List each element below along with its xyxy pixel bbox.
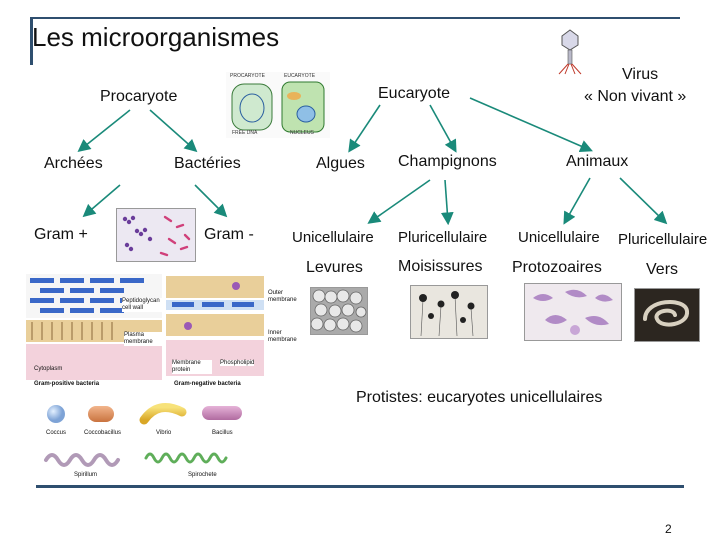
label-bacteries: Bactéries (174, 155, 241, 172)
phospholipid-label: Phospholipid (220, 360, 255, 366)
cell-comparison-image: PROCARYOTE EUCARYOTE FREE DNA NUCLEUS (226, 72, 330, 138)
mold-image (410, 285, 488, 339)
label-non-vivant: « Non vivant » (584, 88, 687, 105)
label-virus: Virus (622, 66, 659, 83)
outer-membrane-label: Outer membrane (268, 290, 297, 303)
label-algues: Algues (316, 155, 365, 172)
arrow-procaryote-archees (77, 109, 131, 152)
arrow-procaryote-bacteries (149, 109, 198, 153)
gram-positive-caption: Gram-positive bacteria (34, 381, 100, 387)
arrow-archees-gramplus (82, 184, 121, 218)
vibrio-label: Vibrio (156, 430, 172, 436)
arrow-eucaryote-champignons (429, 104, 457, 153)
bottom-rule (36, 485, 684, 488)
spirochete-label: Spirochete (188, 472, 217, 478)
coccobacillus-label: Coccobacillus (84, 430, 122, 436)
yeast-image (310, 287, 368, 335)
label-moisissures: Moisissures (398, 258, 483, 275)
cell-wall-diagram: Peptidoglycan cell wall Plasma membrane … (26, 268, 302, 392)
arrow-bacteries-gramminus (194, 184, 228, 218)
protozoa-image (524, 283, 622, 341)
arrow-animaux-unicell (563, 177, 591, 225)
label-pluricellulaire-animaux: Pluricellulaire (618, 231, 708, 248)
vibrio-shape (139, 403, 187, 425)
worm-image (634, 288, 700, 342)
coccobacillus-shape (88, 406, 114, 422)
label-unicellulaire-champignons: Unicellulaire (292, 229, 374, 246)
label-levures: Levures (306, 259, 363, 276)
label-pluricellulaire-champignons: Pluricellulaire (398, 229, 488, 246)
spirochete-shape (144, 452, 228, 464)
arrow-eucaryote-animaux (469, 97, 593, 153)
label-animaux: Animaux (566, 153, 629, 170)
page-title: Les microorganismes (32, 22, 280, 52)
cytoplasm-label: Cytoplasm (34, 366, 63, 372)
arrow-champignons-pluricell (440, 179, 454, 226)
title-left-bar (30, 17, 33, 65)
label-archees: Archées (44, 155, 103, 172)
bacteriophage-image (545, 28, 595, 76)
free-dna-label: FREE DNA (232, 130, 258, 136)
protistes-note: Protistes: eucaryotes unicellulaires (356, 389, 603, 406)
coccus-shape (47, 405, 65, 423)
label-champignons: Champignons (398, 153, 497, 170)
label-unicellulaire-animaux: Unicellulaire (518, 229, 600, 246)
arrow-animaux-pluricell (619, 177, 668, 225)
bacillus-shape (202, 406, 242, 420)
label-gram-plus: Gram + (34, 226, 88, 243)
plasma-membrane-label: Plasma membrane (124, 332, 162, 346)
spirillum-shape (44, 453, 120, 467)
gram-stain-image (116, 208, 196, 262)
bacteria-shapes-image: Coccus Coccobacillus Vibrio Bacillus Spi… (36, 400, 258, 484)
nucleus-label: NUCLEUS (290, 130, 314, 136)
title-top-rule (30, 17, 680, 19)
procaryote-cell-label: PROCARYOTE (230, 73, 265, 79)
inner-membrane-label: Inner membrane (268, 330, 297, 343)
peptidoglycan-label: Peptidoglycan cell wall (122, 298, 166, 312)
label-vers: Vers (646, 261, 679, 278)
membrane-protein-label: Membrane protein (172, 360, 212, 374)
label-gram-minus: Gram - (204, 226, 254, 243)
arrow-eucaryote-algues (348, 104, 381, 153)
page-number: 2 (665, 522, 672, 536)
eucaryote-cell-label: EUCARYOTE (284, 73, 316, 79)
coccus-label: Coccus (46, 430, 67, 436)
label-eucaryote: Eucaryote (378, 85, 451, 102)
gram-negative-caption: Gram-negative bacteria (174, 381, 241, 387)
label-protozoaires: Protozoaires (512, 259, 602, 276)
spirillum-label: Spirillum (74, 472, 98, 478)
label-procaryote: Procaryote (100, 88, 178, 105)
arrow-champignons-unicell (367, 179, 431, 224)
bacillus-label: Bacillus (212, 430, 233, 436)
